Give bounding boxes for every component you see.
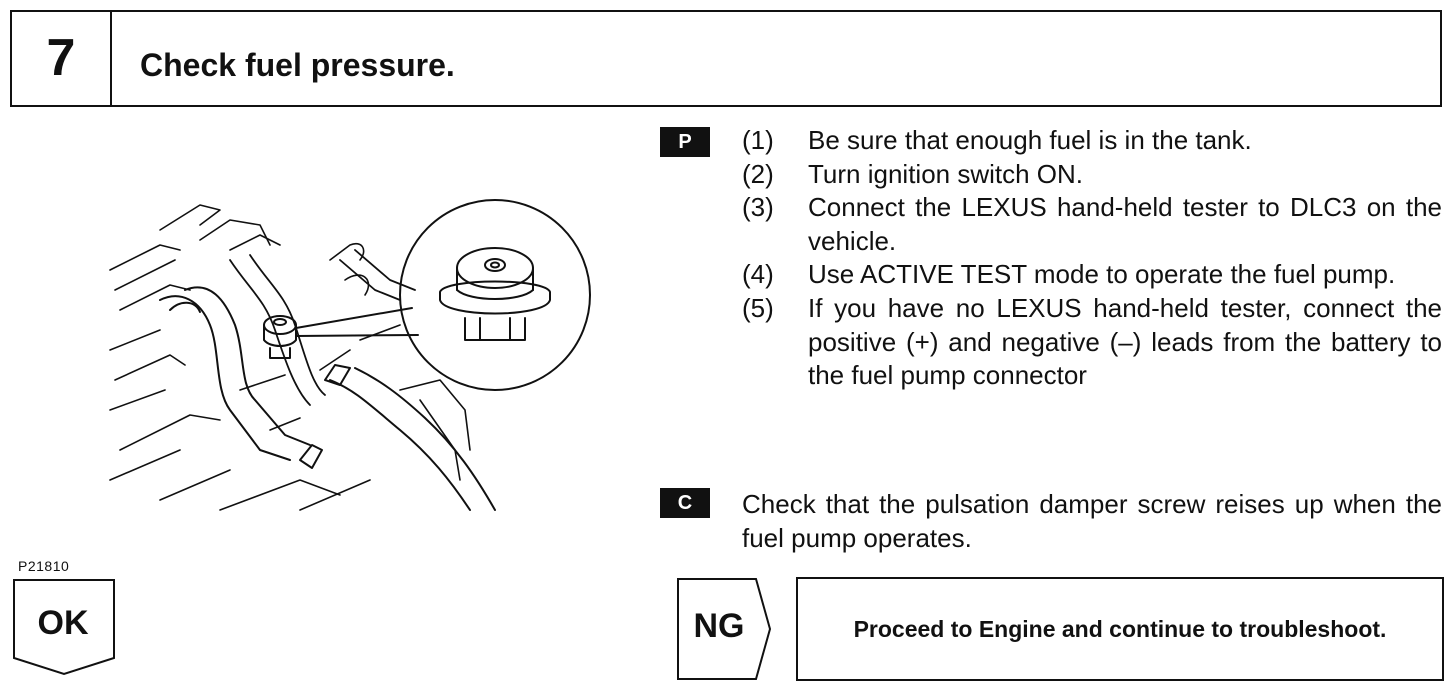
procedure-steps: (1) Be sure that enough fuel is in the t… [742,124,1442,393]
step-num: (2) [742,158,774,189]
pulsation-damper-small [263,315,297,359]
ng-message: Proceed to Engine and continue to troubl… [853,615,1387,642]
step-text: Use ACTIVE TEST mode to operate the fuel… [808,259,1396,290]
step-text: If you have no LEXUS hand-held tester, c… [808,292,1442,391]
fuel-line [229,249,416,406]
ok-arrow-icon [13,579,115,676]
check-badge: C [660,488,710,518]
fuel-pulsation-damper-illustration [109,199,591,511]
ng-message-box: Proceed to Engine and continue to troubl… [796,577,1444,681]
figure-code: P21810 [18,558,70,574]
check-text: Check that the pulsation damper screw re… [742,489,1442,553]
step-num: (5) [742,292,774,323]
step-text: Connect the LEXUS hand-held tester to DL… [808,192,1442,256]
step-row: (4) Use ACTIVE TEST mode to operate the … [742,258,1442,292]
step-text: Turn ignition switch ON. [808,158,1084,189]
step-title: Check fuel pressure. [140,47,455,83]
step-row: (2) Turn ignition switch ON. [742,158,1442,192]
step-row: (5) If you have no LEXUS hand-held teste… [742,292,1442,393]
step-row: (1) Be sure that enough fuel is in the t… [742,124,1442,158]
header-divider [110,12,112,105]
ng-arrow-icon [677,578,772,680]
ng-label: NG [693,607,745,645]
step-header: 7 Check fuel pressure. [10,10,1442,107]
step-num: (3) [742,192,774,223]
procedure-badge: P [660,127,710,157]
step-row: (3) Connect the LEXUS hand-held tester t… [742,191,1442,258]
callout-leader [295,307,419,337]
magnified-view [399,199,591,391]
step-num: (4) [742,259,774,290]
step-number: 7 [46,29,76,87]
fuel-hose [159,286,496,511]
step-num: (1) [742,125,774,155]
step-text: Be sure that enough fuel is in the tank. [808,125,1252,155]
ok-label: OK [37,604,89,642]
